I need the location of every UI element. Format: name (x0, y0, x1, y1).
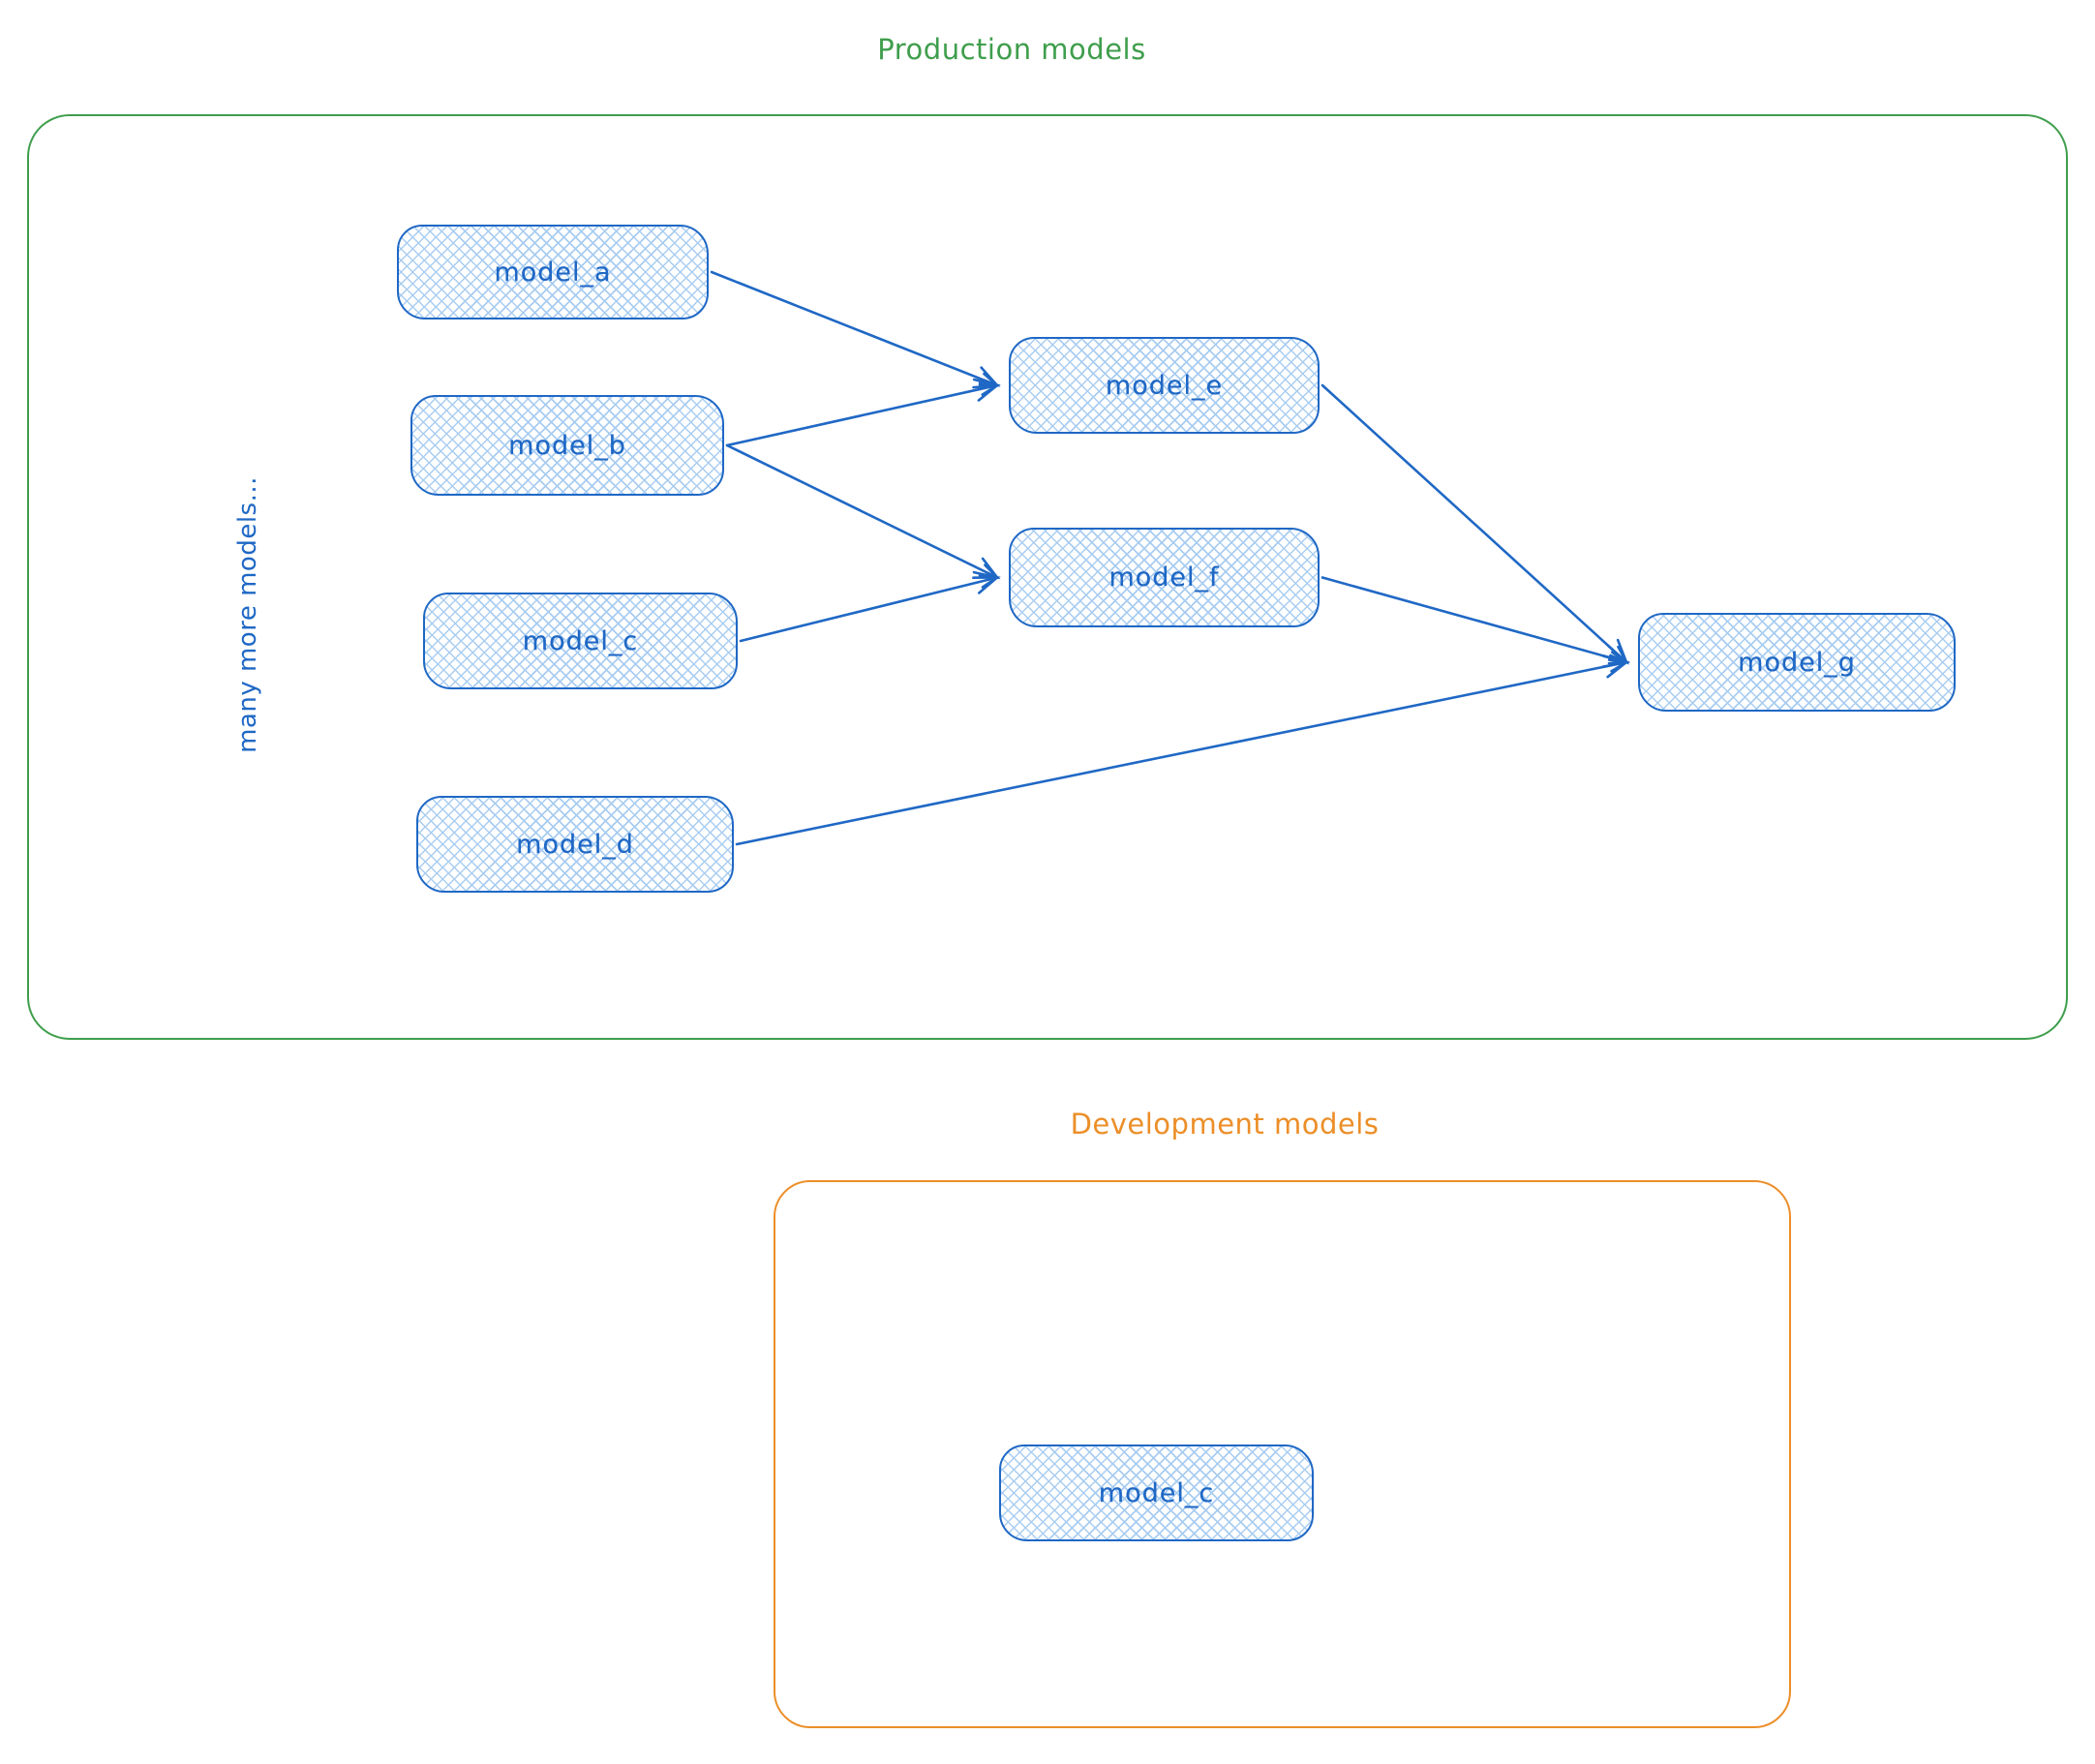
development-title: Development models (1070, 1108, 1380, 1141)
node-model-g-label: model_g (1738, 647, 1856, 678)
node-model-c-label: model_c (522, 625, 639, 656)
node-model-e[interactable]: model_e (1009, 337, 1320, 434)
node-model-c[interactable]: model_c (423, 593, 738, 689)
node-model-g[interactable]: model_g (1638, 613, 1956, 712)
node-model-b-label: model_b (508, 430, 626, 461)
node-model-d-label: model_d (516, 829, 634, 860)
development-container (774, 1180, 1791, 1728)
node-model-a[interactable]: model_a (397, 225, 709, 319)
node-model-f[interactable]: model_f (1009, 528, 1320, 627)
production-container (27, 114, 2068, 1040)
node-model-b[interactable]: model_b (410, 395, 724, 496)
production-title: Production models (877, 33, 1146, 66)
node-model-a-label: model_a (494, 257, 612, 288)
node-model-e-label: model_e (1105, 370, 1224, 401)
many-more-models-note: many more models... (233, 476, 262, 753)
node-model-f-label: model_f (1108, 563, 1220, 593)
node-dev-model-c-label: model_c (1098, 1477, 1215, 1508)
node-model-d[interactable]: model_d (416, 796, 734, 893)
node-dev-model-c[interactable]: model_c (999, 1445, 1314, 1541)
